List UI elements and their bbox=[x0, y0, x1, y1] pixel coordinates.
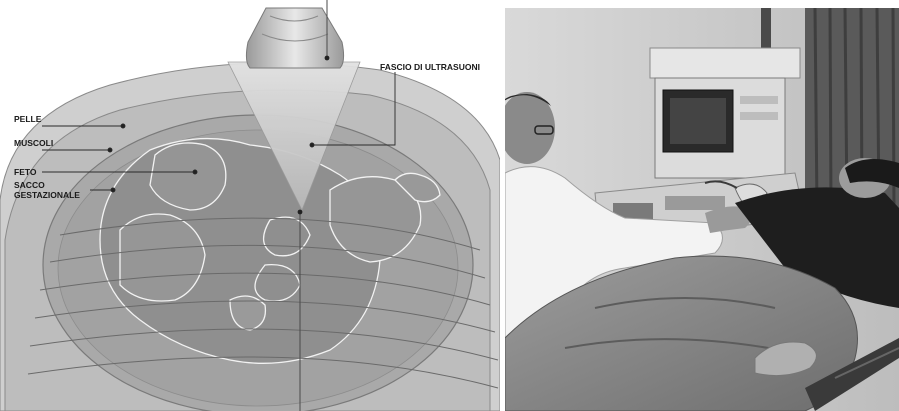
label-skin: PELLE bbox=[14, 114, 42, 124]
label-ultrasound-beam: FASCIO DI ULTRASUONI bbox=[380, 62, 480, 72]
label-gestational-sac-1: SACCO bbox=[14, 180, 45, 190]
ultrasound-diagram: PELLE MUSCOLI FETO SACCO GESTAZIONALE FA… bbox=[0, 0, 500, 411]
ultrasound-exam-photo bbox=[505, 8, 899, 411]
label-muscles: MUSCOLI bbox=[14, 138, 53, 148]
label-gestational-sac-2: GESTAZIONALE bbox=[14, 190, 80, 200]
label-fetus: FETO bbox=[14, 167, 37, 177]
